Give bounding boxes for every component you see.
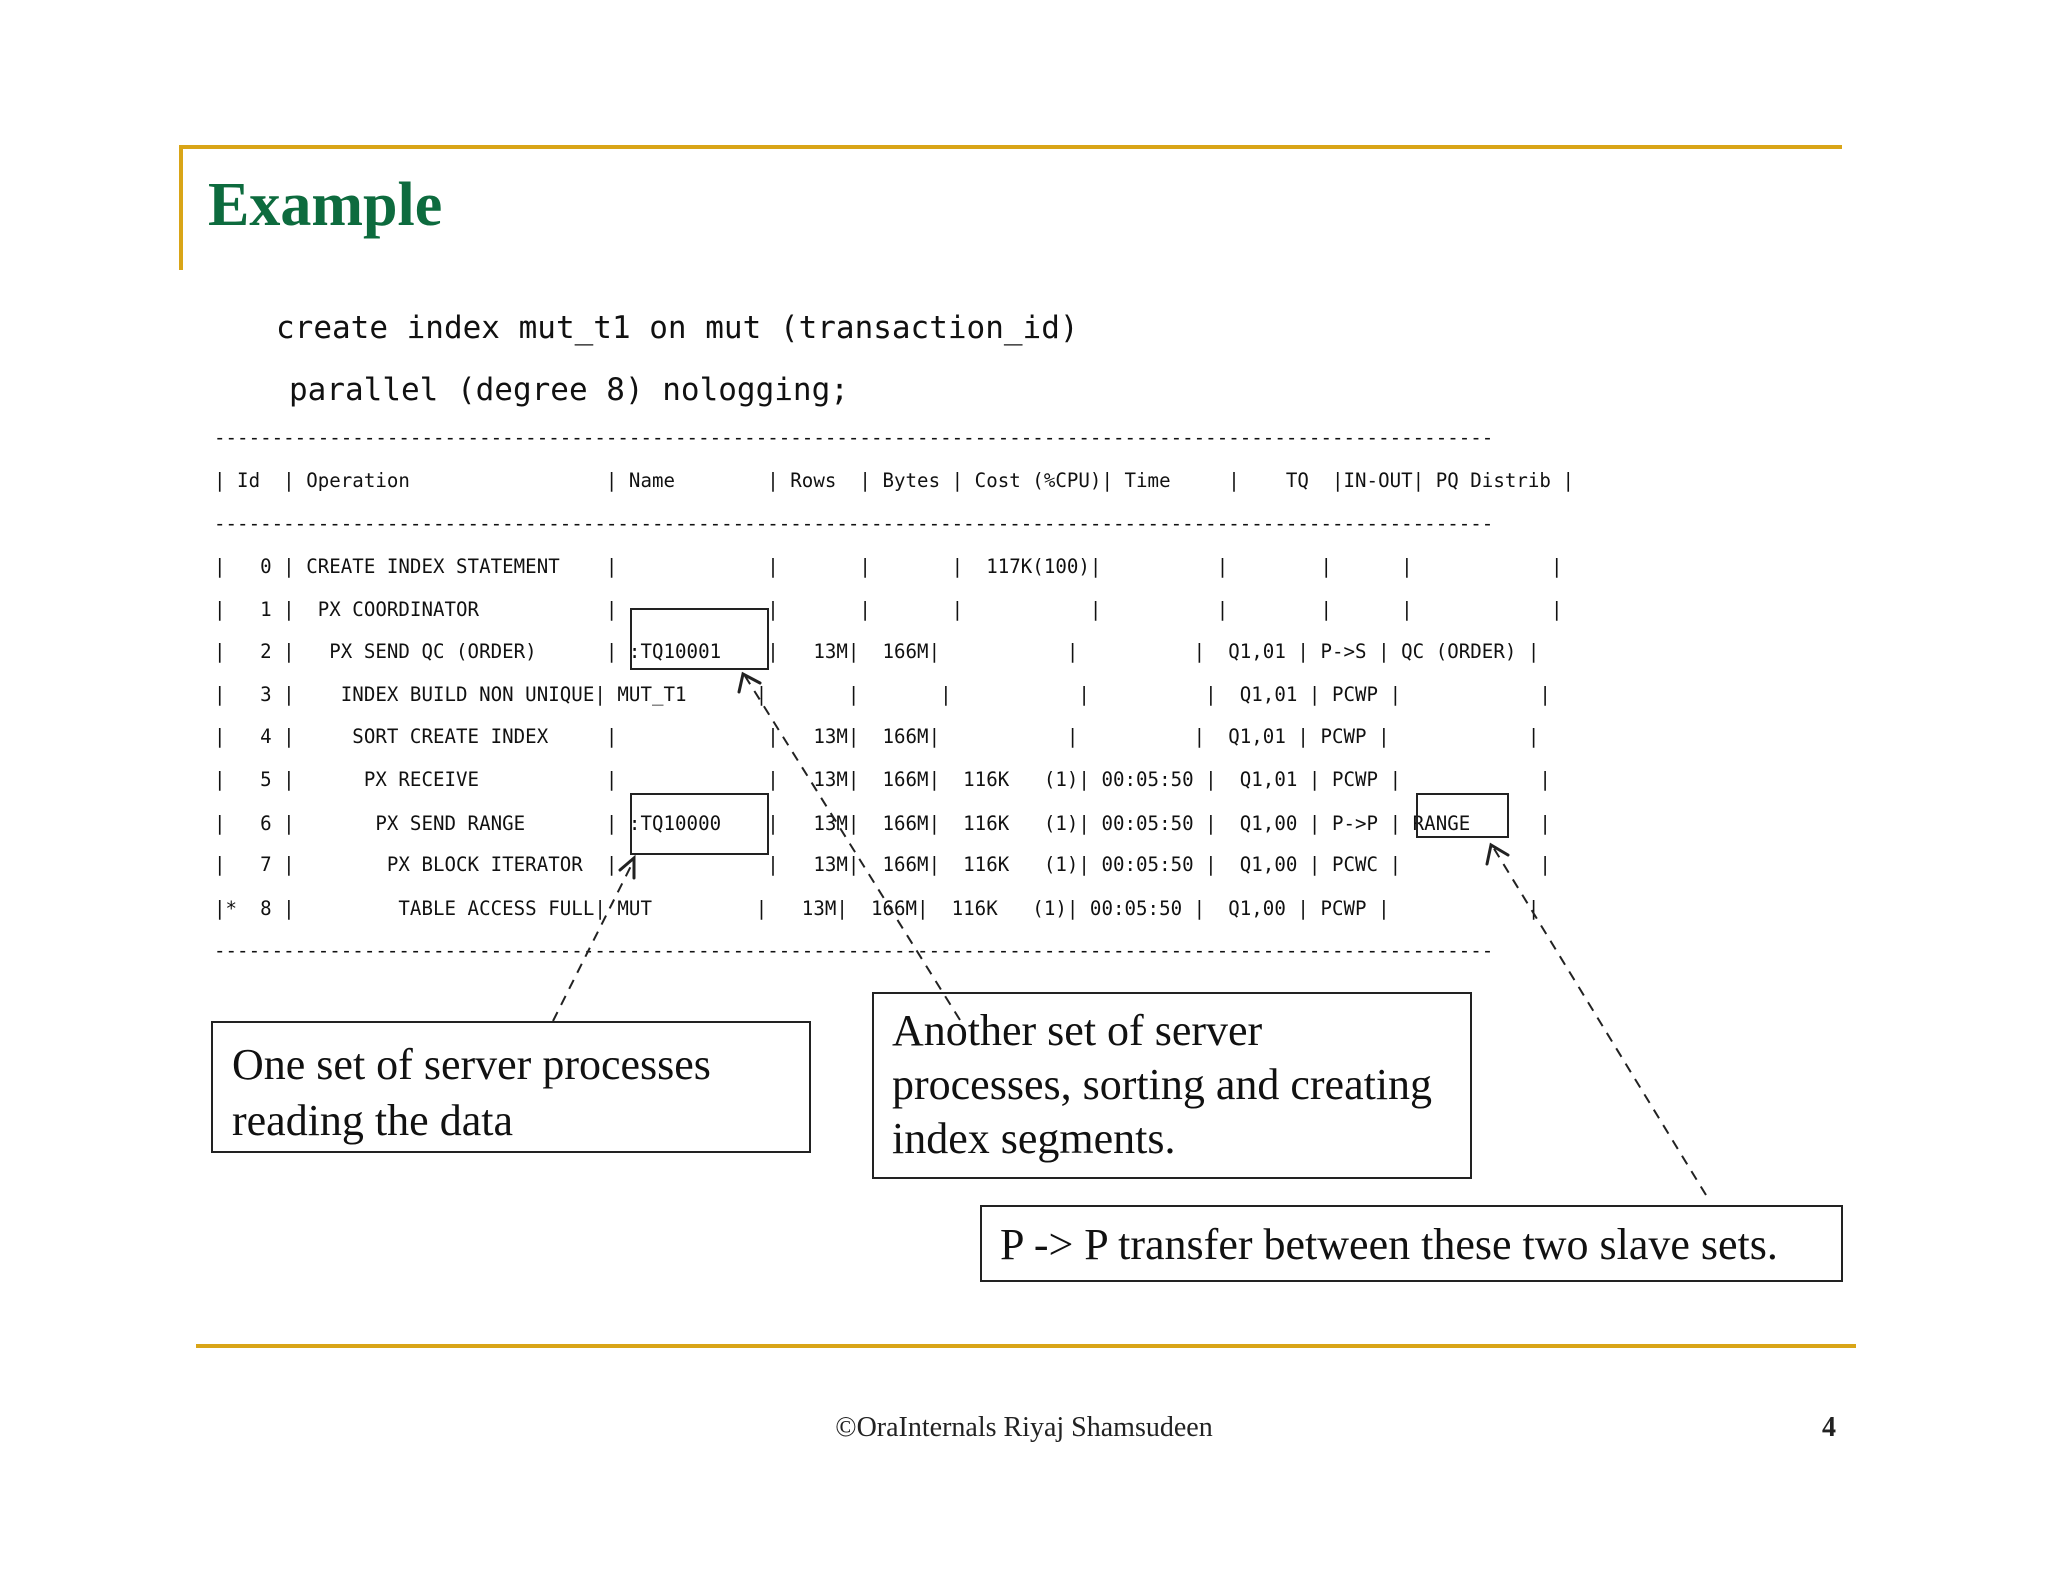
plan-header: | Id | Operation | Name | Rows | Bytes |… <box>214 469 1574 492</box>
callout-sort-index: Another set of server processes, sorting… <box>872 992 1472 1179</box>
plan-row: | 7 | PX BLOCK ITERATOR | | 13M| 166M| 1… <box>214 853 1551 876</box>
plan-row: | 4 | SORT CREATE INDEX | | 13M| 166M| |… <box>214 725 1540 748</box>
callout-transfer: P -> P transfer between these two slave … <box>980 1205 1843 1282</box>
callout-read-data: One set of server processes reading the … <box>211 1021 811 1153</box>
callout-transfer-text: P -> P transfer between these two slave … <box>1000 1220 1778 1269</box>
tq10000-highlight <box>630 793 769 855</box>
plan-row: | 6 | PX SEND RANGE | :TQ10000 | 13M| 16… <box>214 812 1551 835</box>
plan-row: | 2 | PX SEND QC (ORDER) | :TQ10001 | 13… <box>214 640 1540 663</box>
footer-copyright: ©OraInternals Riyaj Shamsudeen <box>835 1412 1213 1443</box>
arrow-read-to-block-iterator <box>552 859 635 1022</box>
tq10001-highlight <box>630 608 769 670</box>
plan-separator: ----------------------------------------… <box>214 939 1494 962</box>
arrowhead-icon <box>618 854 636 880</box>
arrowhead-icon <box>737 671 762 694</box>
sql-line-2: parallel (degree 8) nologging; <box>289 372 849 408</box>
plan-separator: ----------------------------------------… <box>214 426 1494 449</box>
callout-sort-line-3: index segments. <box>892 1114 1176 1163</box>
top-rule <box>179 145 1842 149</box>
plan-row: | 0 | CREATE INDEX STATEMENT | | | | 117… <box>214 555 1563 578</box>
p-to-p-highlight <box>1416 793 1509 838</box>
plan-row: |* 8 | TABLE ACCESS FULL| MUT | 13M| 166… <box>214 897 1540 920</box>
arrow-transfer-to-p-to-p <box>1492 846 1707 1196</box>
left-rule <box>179 145 183 270</box>
callout-read-line-2: reading the data <box>232 1096 513 1145</box>
arrow-sort-to-tq10001 <box>744 675 961 1021</box>
plan-separator: ----------------------------------------… <box>214 512 1494 535</box>
page-number: 4 <box>1822 1412 1836 1443</box>
callout-read-line-1: One set of server processes <box>232 1040 711 1089</box>
callout-sort-line-2: processes, sorting and creating <box>892 1060 1433 1109</box>
plan-row: | 5 | PX RECEIVE | | 13M| 166M| 116K (1)… <box>214 768 1551 791</box>
slide-title: Example <box>208 171 443 239</box>
callout-sort-line-1: Another set of server <box>892 1006 1263 1055</box>
plan-row: | 1 | PX COORDINATOR | | | | | | | | | <box>214 598 1563 621</box>
execution-plan: ----------------------------------------… <box>214 0 1574 962</box>
bottom-rule <box>196 1344 1856 1348</box>
sql-line-1: create index mut_t1 on mut (transaction_… <box>276 310 1079 346</box>
arrowhead-icon <box>1485 842 1510 866</box>
plan-row: | 3 | INDEX BUILD NON UNIQUE| MUT_T1 | |… <box>214 683 1551 706</box>
